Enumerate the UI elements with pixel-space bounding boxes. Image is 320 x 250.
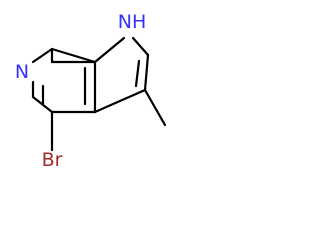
atom-label-pyridine-n: N — [15, 61, 29, 83]
bond-c2-c3 — [143, 53, 150, 92]
bond-c3-c3a — [93, 88, 147, 114]
bond-n6-c7 — [31, 47, 54, 64]
bond-n1-c2 — [131, 36, 150, 57]
bond-c2-c3-inner — [134, 59, 141, 88]
structure-canvas: N NH Br — [14, 11, 167, 171]
molecule-structure: N NH Br — [15, 11, 167, 171]
bond-c3-methyl — [143, 88, 167, 127]
bond-c7-n1-top — [50, 47, 97, 64]
atom-label-pyrrole-nh: NH — [118, 11, 147, 33]
bond-c5-c4 — [31, 95, 54, 114]
bond-c7a-n1 — [93, 36, 126, 64]
atom-label-bromine: Br — [42, 149, 63, 171]
